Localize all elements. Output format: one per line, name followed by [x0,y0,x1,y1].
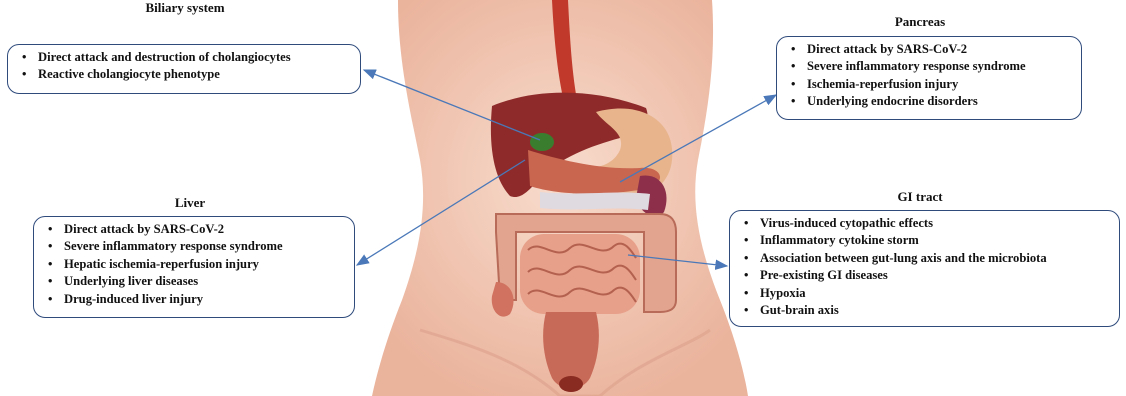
gi-item: •Virus-induced cytopathic effects [738,215,1109,232]
liver-item: •Hepatic ischemia-reperfusion injury [42,256,344,273]
liver-item: •Drug-induced liver injury [42,291,344,308]
gi-item: •Pre-existing GI diseases [738,267,1109,284]
biliary-item: •Reactive cholangiocyte phenotype [16,66,350,83]
gi-box: •Virus-induced cytopathic effects •Infla… [729,210,1120,327]
gi-title: GI tract [880,189,960,205]
gi-item: •Association between gut-lung axis and t… [738,250,1109,267]
biliary-list: •Direct attack and destruction of cholan… [16,49,350,84]
liver-item: •Severe inflammatory response syndrome [42,238,344,255]
anus [559,376,583,392]
gallbladder [530,133,554,151]
pancreas-title: Pancreas [870,14,970,30]
liver-item: •Underlying liver diseases [42,273,344,290]
biliary-item: •Direct attack and destruction of cholan… [16,49,350,66]
gi-list: •Virus-induced cytopathic effects •Infla… [738,215,1109,319]
pancreas-organ [540,192,650,210]
pancreas-box: •Direct attack by SARS-CoV-2 •Severe inf… [776,36,1082,120]
biliary-box: •Direct attack and destruction of cholan… [7,44,361,94]
liver-list: •Direct attack by SARS-CoV-2 •Severe inf… [42,221,344,308]
pancreas-list: •Direct attack by SARS-CoV-2 •Severe inf… [785,41,1071,111]
liver-box: •Direct attack by SARS-CoV-2 •Severe inf… [33,216,355,318]
gi-item: •Inflammatory cytokine storm [738,232,1109,249]
gi-item: •Gut-brain axis [738,302,1109,319]
pancreas-item: •Severe inflammatory response syndrome [785,58,1071,75]
pancreas-item: •Direct attack by SARS-CoV-2 [785,41,1071,58]
pancreas-item: •Ischemia-reperfusion injury [785,76,1071,93]
liver-item: •Direct attack by SARS-CoV-2 [42,221,344,238]
liver-title: Liver [155,195,225,211]
pancreas-item: •Underlying endocrine disorders [785,93,1071,110]
biliary-title: Biliary system [120,0,250,16]
gi-item: •Hypoxia [738,285,1109,302]
